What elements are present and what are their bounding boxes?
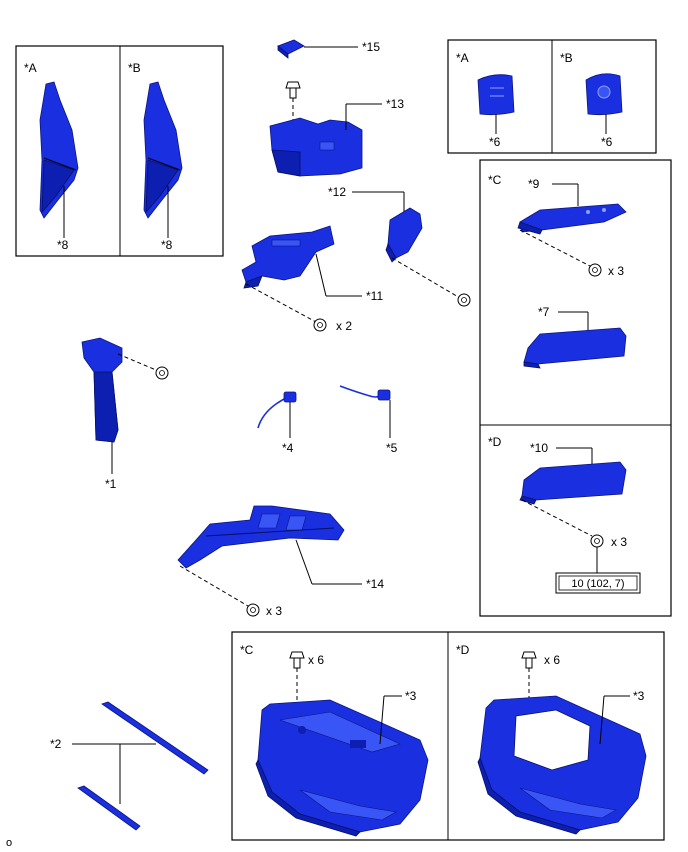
part-11 bbox=[241, 225, 335, 289]
part-13 bbox=[269, 117, 363, 177]
install-line-12 bbox=[391, 257, 461, 299]
label-part-12: *12 bbox=[328, 185, 346, 199]
qty-10: x 3 bbox=[611, 535, 627, 549]
variant-label-b: *B bbox=[128, 61, 141, 75]
variant-label-d-2: *D bbox=[456, 643, 470, 657]
bolt-12 bbox=[457, 293, 471, 307]
leader-3d bbox=[599, 695, 605, 745]
part-2 bbox=[77, 701, 209, 831]
bolt-9 bbox=[588, 263, 602, 277]
qty-14: x 3 bbox=[266, 604, 282, 618]
part-15 bbox=[277, 39, 305, 59]
label-part-1: *1 bbox=[105, 477, 117, 491]
bolt-11 bbox=[313, 318, 327, 332]
qty-11: x 2 bbox=[336, 319, 352, 333]
variant-label-a-2: *A bbox=[456, 51, 469, 65]
install-line-10 bbox=[521, 499, 593, 537]
bolt-14 bbox=[246, 603, 260, 617]
torque-spec: 10 (102, 7) bbox=[571, 578, 624, 590]
corner-mark: o bbox=[6, 837, 12, 849]
variant-box-right bbox=[479, 159, 672, 617]
variant-label-c: *C bbox=[488, 173, 502, 187]
bolt-3d bbox=[521, 651, 537, 669]
label-part-11: *11 bbox=[366, 289, 383, 303]
bolt-1 bbox=[155, 366, 169, 380]
leader-14 bbox=[295, 539, 313, 585]
leader-11 bbox=[315, 253, 327, 297]
label-part-10: *10 bbox=[530, 441, 548, 455]
install-line-11 bbox=[245, 283, 317, 323]
part-6-variant-a bbox=[477, 74, 515, 116]
label-part-4: *4 bbox=[282, 441, 294, 455]
variant-label-d: *D bbox=[488, 435, 502, 449]
label-part-13: *13 bbox=[386, 97, 404, 111]
label-part-6b: *6 bbox=[601, 135, 613, 149]
install-line-1 bbox=[117, 353, 157, 371]
label-part-2: *2 bbox=[50, 737, 62, 751]
part-3-variant-d bbox=[477, 695, 647, 835]
bolt-3c bbox=[289, 651, 305, 669]
part-4 bbox=[257, 391, 297, 429]
label-part-5: *5 bbox=[386, 441, 398, 455]
bolt-13 bbox=[285, 81, 301, 99]
bolt-10 bbox=[590, 534, 604, 548]
label-part-7: *7 bbox=[538, 305, 550, 319]
label-part-3c: *3 bbox=[405, 689, 417, 703]
part-8-variant-a bbox=[39, 81, 79, 219]
install-line-14 bbox=[179, 565, 249, 607]
part-7 bbox=[523, 327, 627, 369]
part-8-variant-b bbox=[143, 81, 183, 219]
part-1 bbox=[81, 337, 123, 443]
part-3-variant-c bbox=[255, 699, 429, 837]
part-9 bbox=[517, 203, 627, 235]
install-line-9 bbox=[519, 229, 591, 267]
qty-3c: x 6 bbox=[308, 653, 324, 667]
qty-9: x 3 bbox=[608, 264, 624, 278]
qty-3d: x 6 bbox=[544, 653, 560, 667]
label-part-9: *9 bbox=[528, 177, 540, 191]
part-12 bbox=[385, 207, 423, 263]
torque-box bbox=[555, 572, 641, 594]
variant-label-b-2: *B bbox=[560, 51, 573, 65]
variant-label-c-2: *C bbox=[240, 643, 254, 657]
label-part-15: *15 bbox=[362, 40, 380, 54]
part-5 bbox=[339, 385, 391, 401]
part-6-variant-b bbox=[585, 73, 623, 116]
part-10 bbox=[519, 461, 627, 505]
part-14 bbox=[177, 505, 345, 569]
label-part-6a: *6 bbox=[489, 135, 501, 149]
label-part-8b: *8 bbox=[161, 238, 173, 252]
leader-3c bbox=[379, 695, 385, 745]
label-part-14: *14 bbox=[366, 577, 384, 591]
label-part-3d: *3 bbox=[633, 689, 645, 703]
label-part-8a: *8 bbox=[57, 238, 69, 252]
variant-label-a: *A bbox=[24, 61, 37, 75]
